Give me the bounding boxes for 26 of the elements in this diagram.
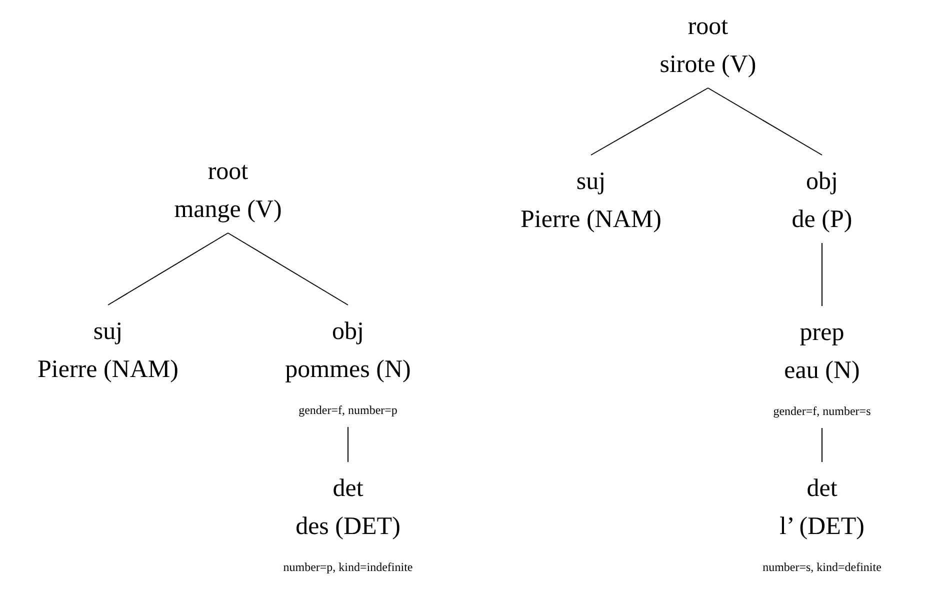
- relation-label: root: [688, 12, 728, 42]
- relation-label: suj: [576, 167, 606, 197]
- relation-label: root: [208, 157, 248, 187]
- tree-edge: [708, 88, 822, 156]
- word-label: Pierre (NAM): [520, 205, 662, 235]
- word-label: l’ (DET): [780, 512, 864, 542]
- word-label: sirote (V): [660, 50, 756, 80]
- word-label: eau (N): [784, 356, 860, 386]
- word-label: des (DET): [296, 512, 400, 542]
- relation-label: suj: [93, 317, 123, 347]
- tree-edge: [108, 232, 228, 306]
- relation-label: det: [332, 474, 364, 504]
- feature-label: number=p, kind=indefinite: [283, 559, 413, 576]
- word-label: Pierre (NAM): [38, 355, 178, 385]
- feature-label: gender=f, number=s: [773, 403, 871, 420]
- feature-label: number=s, kind=definite: [762, 559, 882, 576]
- relation-label: prep: [800, 318, 844, 348]
- relation-label: obj: [806, 167, 838, 197]
- tree-edge: [590, 88, 708, 156]
- word-label: mange (V): [174, 195, 282, 225]
- tree-edge: [228, 232, 348, 306]
- relation-label: det: [806, 474, 838, 504]
- relation-label: obj: [332, 317, 364, 347]
- word-label: pommes (N): [285, 355, 411, 385]
- word-label: de (P): [792, 205, 852, 235]
- feature-label: gender=f, number=p: [298, 402, 398, 419]
